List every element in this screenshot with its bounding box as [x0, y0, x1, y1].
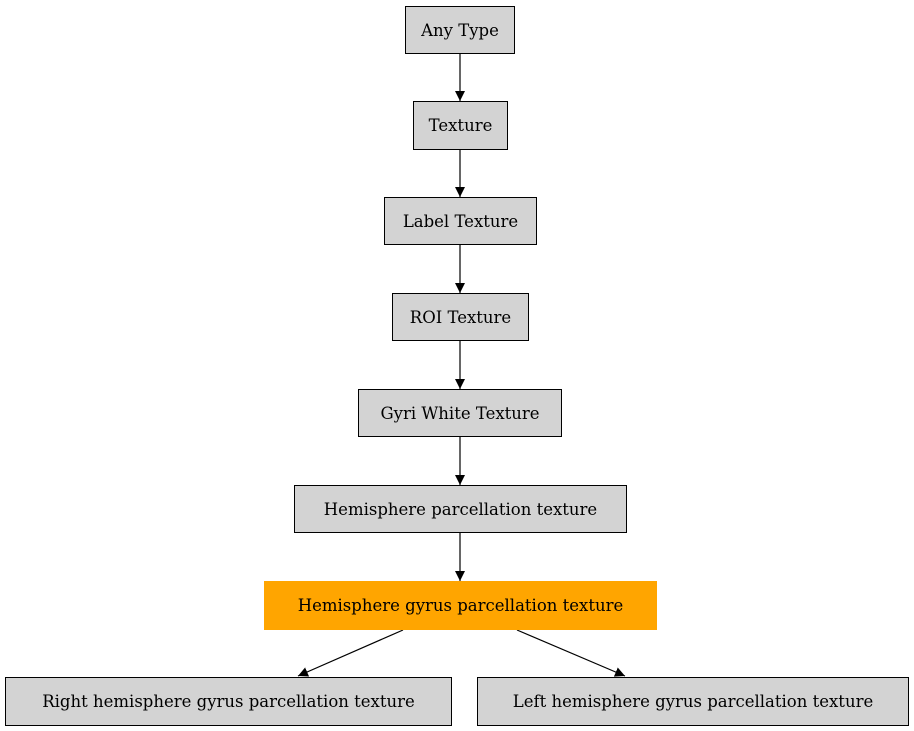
- node-gyri-white-texture[interactable]: Gyri White Texture: [358, 389, 562, 437]
- edge-arrow-hemisphere_gyrus_parcellation_texture-to-left_hemisphere_gyrus_parcellation_texture: [516, 629, 626, 677]
- node-hemisphere-gyrus-parcellation-texture[interactable]: Hemisphere gyrus parcellation texture: [264, 581, 657, 630]
- node-hemisphere-parcellation-texture[interactable]: Hemisphere parcellation texture: [294, 485, 627, 533]
- edge-arrow-hemisphere_gyrus_parcellation_texture-to-right_hemisphere_gyrus_parcellation_texture: [297, 629, 404, 677]
- node-any-type[interactable]: Any Type: [405, 6, 515, 54]
- node-roi-texture[interactable]: ROI Texture: [392, 293, 529, 341]
- node-label-texture[interactable]: Label Texture: [384, 197, 537, 245]
- node-right-hemisphere-gyrus-parcellation-texture[interactable]: Right hemisphere gyrus parcellation text…: [5, 677, 452, 726]
- node-texture[interactable]: Texture: [413, 101, 508, 150]
- node-left-hemisphere-gyrus-parcellation-texture[interactable]: Left hemisphere gyrus parcellation textu…: [477, 677, 909, 726]
